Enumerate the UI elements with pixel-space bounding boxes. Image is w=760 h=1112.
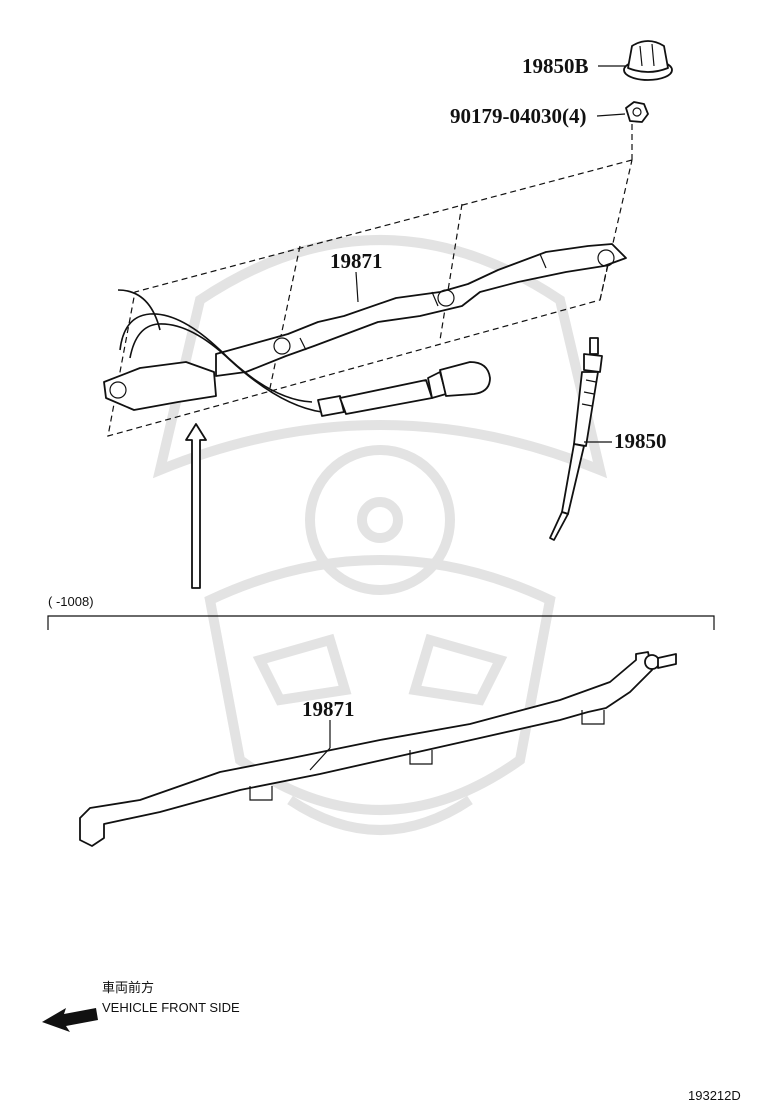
direction-label-jp: 車両前方 bbox=[102, 980, 154, 995]
front-direction-arrow bbox=[42, 1008, 98, 1032]
callout-19850: 19850 bbox=[614, 429, 667, 453]
upward-arrow bbox=[185, 423, 207, 589]
callout-19871-upper: 19871 bbox=[330, 249, 383, 273]
wire-harness-lower bbox=[79, 651, 677, 847]
nut-90179 bbox=[625, 101, 649, 123]
direction-label-en: VEHICLE FRONT SIDE bbox=[102, 1000, 240, 1015]
assembly-dashed-outline bbox=[107, 124, 633, 437]
callout-19850b: 19850B bbox=[522, 54, 589, 78]
leader-19871-upper bbox=[355, 271, 359, 303]
callout-90179: 90179-04030(4) bbox=[450, 104, 586, 128]
callout-19871-lower: 19871 bbox=[302, 697, 355, 721]
range-note: ( -1008) bbox=[48, 594, 94, 609]
wire-harness-upper bbox=[103, 243, 627, 417]
diagram-code: 193212D bbox=[688, 1088, 741, 1103]
range-bracket bbox=[47, 615, 715, 630]
watermark-emblem bbox=[152, 235, 608, 835]
leader-90179 bbox=[596, 113, 626, 117]
glow-plug-19850 bbox=[549, 337, 603, 541]
connector-19850b bbox=[623, 40, 673, 81]
